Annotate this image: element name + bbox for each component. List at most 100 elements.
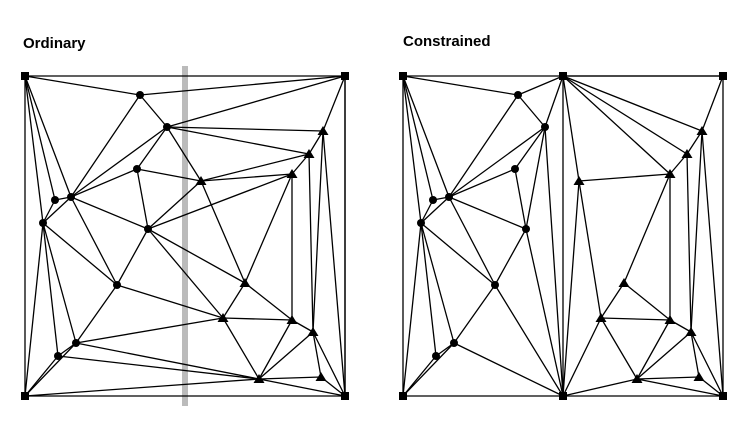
point-circle-node bbox=[522, 225, 530, 233]
triangulation-edge bbox=[686, 153, 692, 333]
triangulation-edge bbox=[690, 331, 724, 397]
corner-square-node bbox=[399, 392, 407, 400]
triangulation-edge bbox=[258, 331, 314, 380]
triangulation-edge bbox=[562, 75, 580, 182]
edge-group bbox=[24, 75, 346, 397]
triangulation-edge bbox=[517, 94, 546, 128]
triangulation-edge bbox=[75, 342, 260, 380]
triangulation-edge bbox=[308, 153, 314, 333]
triangulation-edge bbox=[544, 126, 564, 397]
triangulation-edge bbox=[525, 228, 564, 397]
triangulation-edge bbox=[494, 228, 527, 286]
triangulation-edge bbox=[166, 126, 310, 155]
point-triangle-node bbox=[253, 374, 265, 383]
triangulation-edge bbox=[222, 282, 246, 319]
corner-square-node bbox=[719, 72, 727, 80]
triangulation-edge bbox=[402, 222, 422, 397]
triangulation-edge bbox=[636, 376, 700, 380]
triangulation-edge bbox=[147, 228, 224, 319]
edge-group bbox=[402, 75, 724, 397]
triangulation-edge bbox=[701, 130, 724, 397]
triangulation-edge bbox=[402, 75, 434, 201]
point-triangle-node bbox=[217, 313, 229, 322]
point-circle-node bbox=[445, 193, 453, 201]
triangulation-edge bbox=[42, 196, 72, 224]
triangulation-edge bbox=[116, 228, 149, 286]
triangulation-edge bbox=[544, 75, 564, 128]
corner-square-node bbox=[21, 392, 29, 400]
point-circle-node bbox=[511, 165, 519, 173]
point-triangle-node bbox=[286, 315, 298, 324]
triangulation-edge bbox=[24, 75, 56, 201]
point-triangle-node bbox=[239, 278, 251, 287]
triangulation-edge bbox=[690, 130, 703, 333]
triangulation-edge bbox=[136, 168, 149, 230]
triangulation-edge bbox=[147, 173, 293, 230]
triangulation-edge bbox=[402, 342, 455, 397]
triangulation-edge bbox=[623, 173, 671, 284]
point-circle-node bbox=[113, 281, 121, 289]
point-circle-node bbox=[491, 281, 499, 289]
point-circle-node bbox=[432, 352, 440, 360]
corner-square-node bbox=[341, 72, 349, 80]
triangulation-edge bbox=[147, 228, 246, 284]
point-triangle-node bbox=[573, 176, 585, 185]
triangulation-edge bbox=[244, 173, 293, 284]
triangulation-edge bbox=[166, 75, 346, 128]
triangulation-edge bbox=[420, 199, 434, 224]
point-triangle-node bbox=[664, 169, 676, 178]
point-triangle-node bbox=[595, 313, 607, 322]
triangulation-edge bbox=[448, 126, 546, 198]
triangulation-edge bbox=[636, 378, 724, 397]
triangulation-edge bbox=[600, 317, 671, 321]
triangulation-edge bbox=[420, 222, 496, 286]
triangulation-edge bbox=[24, 355, 59, 397]
triangulation-edge bbox=[453, 284, 496, 344]
corner-square-node bbox=[559, 392, 567, 400]
node-group bbox=[399, 72, 727, 400]
point-triangle-node bbox=[618, 278, 630, 287]
triangulation-edge bbox=[600, 317, 638, 380]
point-circle-node bbox=[163, 123, 171, 131]
triangulation-edge bbox=[75, 284, 118, 344]
triangulation-edge bbox=[312, 130, 324, 333]
triangulation-edge bbox=[200, 173, 293, 182]
point-triangle-node bbox=[195, 176, 207, 185]
triangulation-edge bbox=[24, 75, 44, 224]
corner-square-node bbox=[341, 392, 349, 400]
triangulation-edge bbox=[244, 282, 293, 321]
triangulation-edge bbox=[70, 126, 168, 198]
point-triangle-node bbox=[286, 169, 298, 178]
point-circle-node bbox=[144, 225, 152, 233]
panel-title-constrained: Constrained bbox=[403, 33, 491, 50]
triangulation-edge bbox=[24, 342, 77, 397]
triangulation-edge bbox=[24, 75, 141, 96]
point-circle-node bbox=[39, 219, 47, 227]
triangulation-edge bbox=[402, 75, 422, 224]
triangulation-edge bbox=[24, 222, 44, 397]
point-triangle-node bbox=[685, 327, 697, 336]
triangulation-edge bbox=[514, 126, 546, 170]
corner-square-node bbox=[399, 72, 407, 80]
triangulation-edge bbox=[139, 75, 346, 96]
triangulation-edge bbox=[116, 284, 224, 319]
triangulation-edge bbox=[258, 376, 322, 380]
triangulation-edge bbox=[200, 153, 310, 182]
point-circle-node bbox=[429, 196, 437, 204]
triangulation-edge bbox=[420, 196, 450, 224]
triangulation-edge bbox=[42, 199, 56, 224]
triangulation-edge bbox=[24, 378, 260, 397]
point-circle-node bbox=[136, 91, 144, 99]
point-triangle-node bbox=[315, 372, 327, 381]
triangulation-edge bbox=[525, 126, 546, 230]
ordinary-triangulation bbox=[21, 66, 349, 406]
triangulation-edge bbox=[222, 317, 293, 321]
triangulation-edge bbox=[623, 282, 671, 321]
triangulation-edge bbox=[494, 284, 564, 397]
triangulation-edge bbox=[402, 355, 437, 397]
triangulation-edge bbox=[402, 75, 519, 96]
point-circle-node bbox=[514, 91, 522, 99]
triangulation-edge bbox=[562, 75, 703, 132]
triangulation-edge bbox=[24, 75, 72, 198]
